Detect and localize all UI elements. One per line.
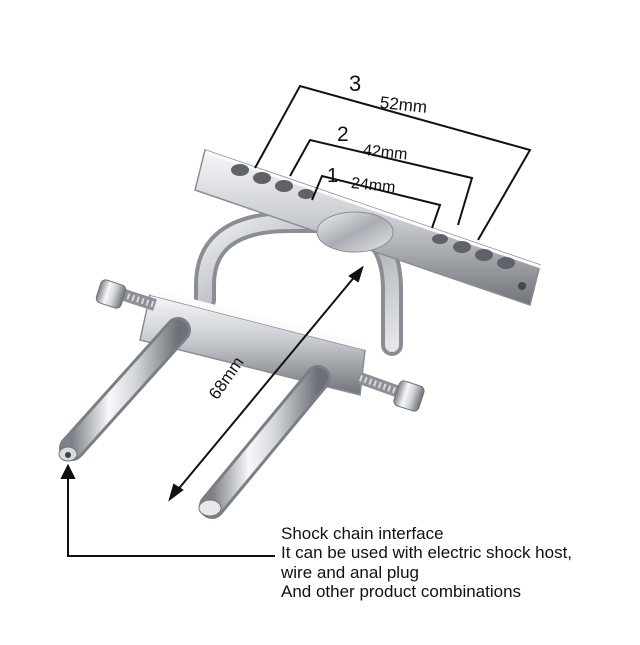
dim-1-index: 1 [327,165,339,187]
shock-chain-hole-icon [65,452,71,458]
end-hole-icon [518,282,526,290]
dimension-bracket-1 [311,174,442,229]
caption-line-1: Shock chain interface [281,524,444,543]
rod-left [58,317,191,462]
caption-line-4: And other product combinations [281,582,522,601]
grooves-right [432,234,515,269]
top-grooved-bar [194,149,545,306]
dimension-bracket-3 [254,84,532,241]
dimension-bracket-2 [289,138,474,226]
interface-pointer [60,463,275,557]
length-arrow [168,265,364,502]
grooves-left [231,164,314,199]
screw-left [95,279,157,311]
dim-3-index: 3 [349,71,362,96]
screw-right [357,372,425,412]
caption-line-2: It can be used with electric shock host, [281,543,573,562]
rod-right [198,365,331,519]
caption-line-3: wire and anal plug [281,563,419,582]
dim-2-index: 2 [337,123,349,146]
